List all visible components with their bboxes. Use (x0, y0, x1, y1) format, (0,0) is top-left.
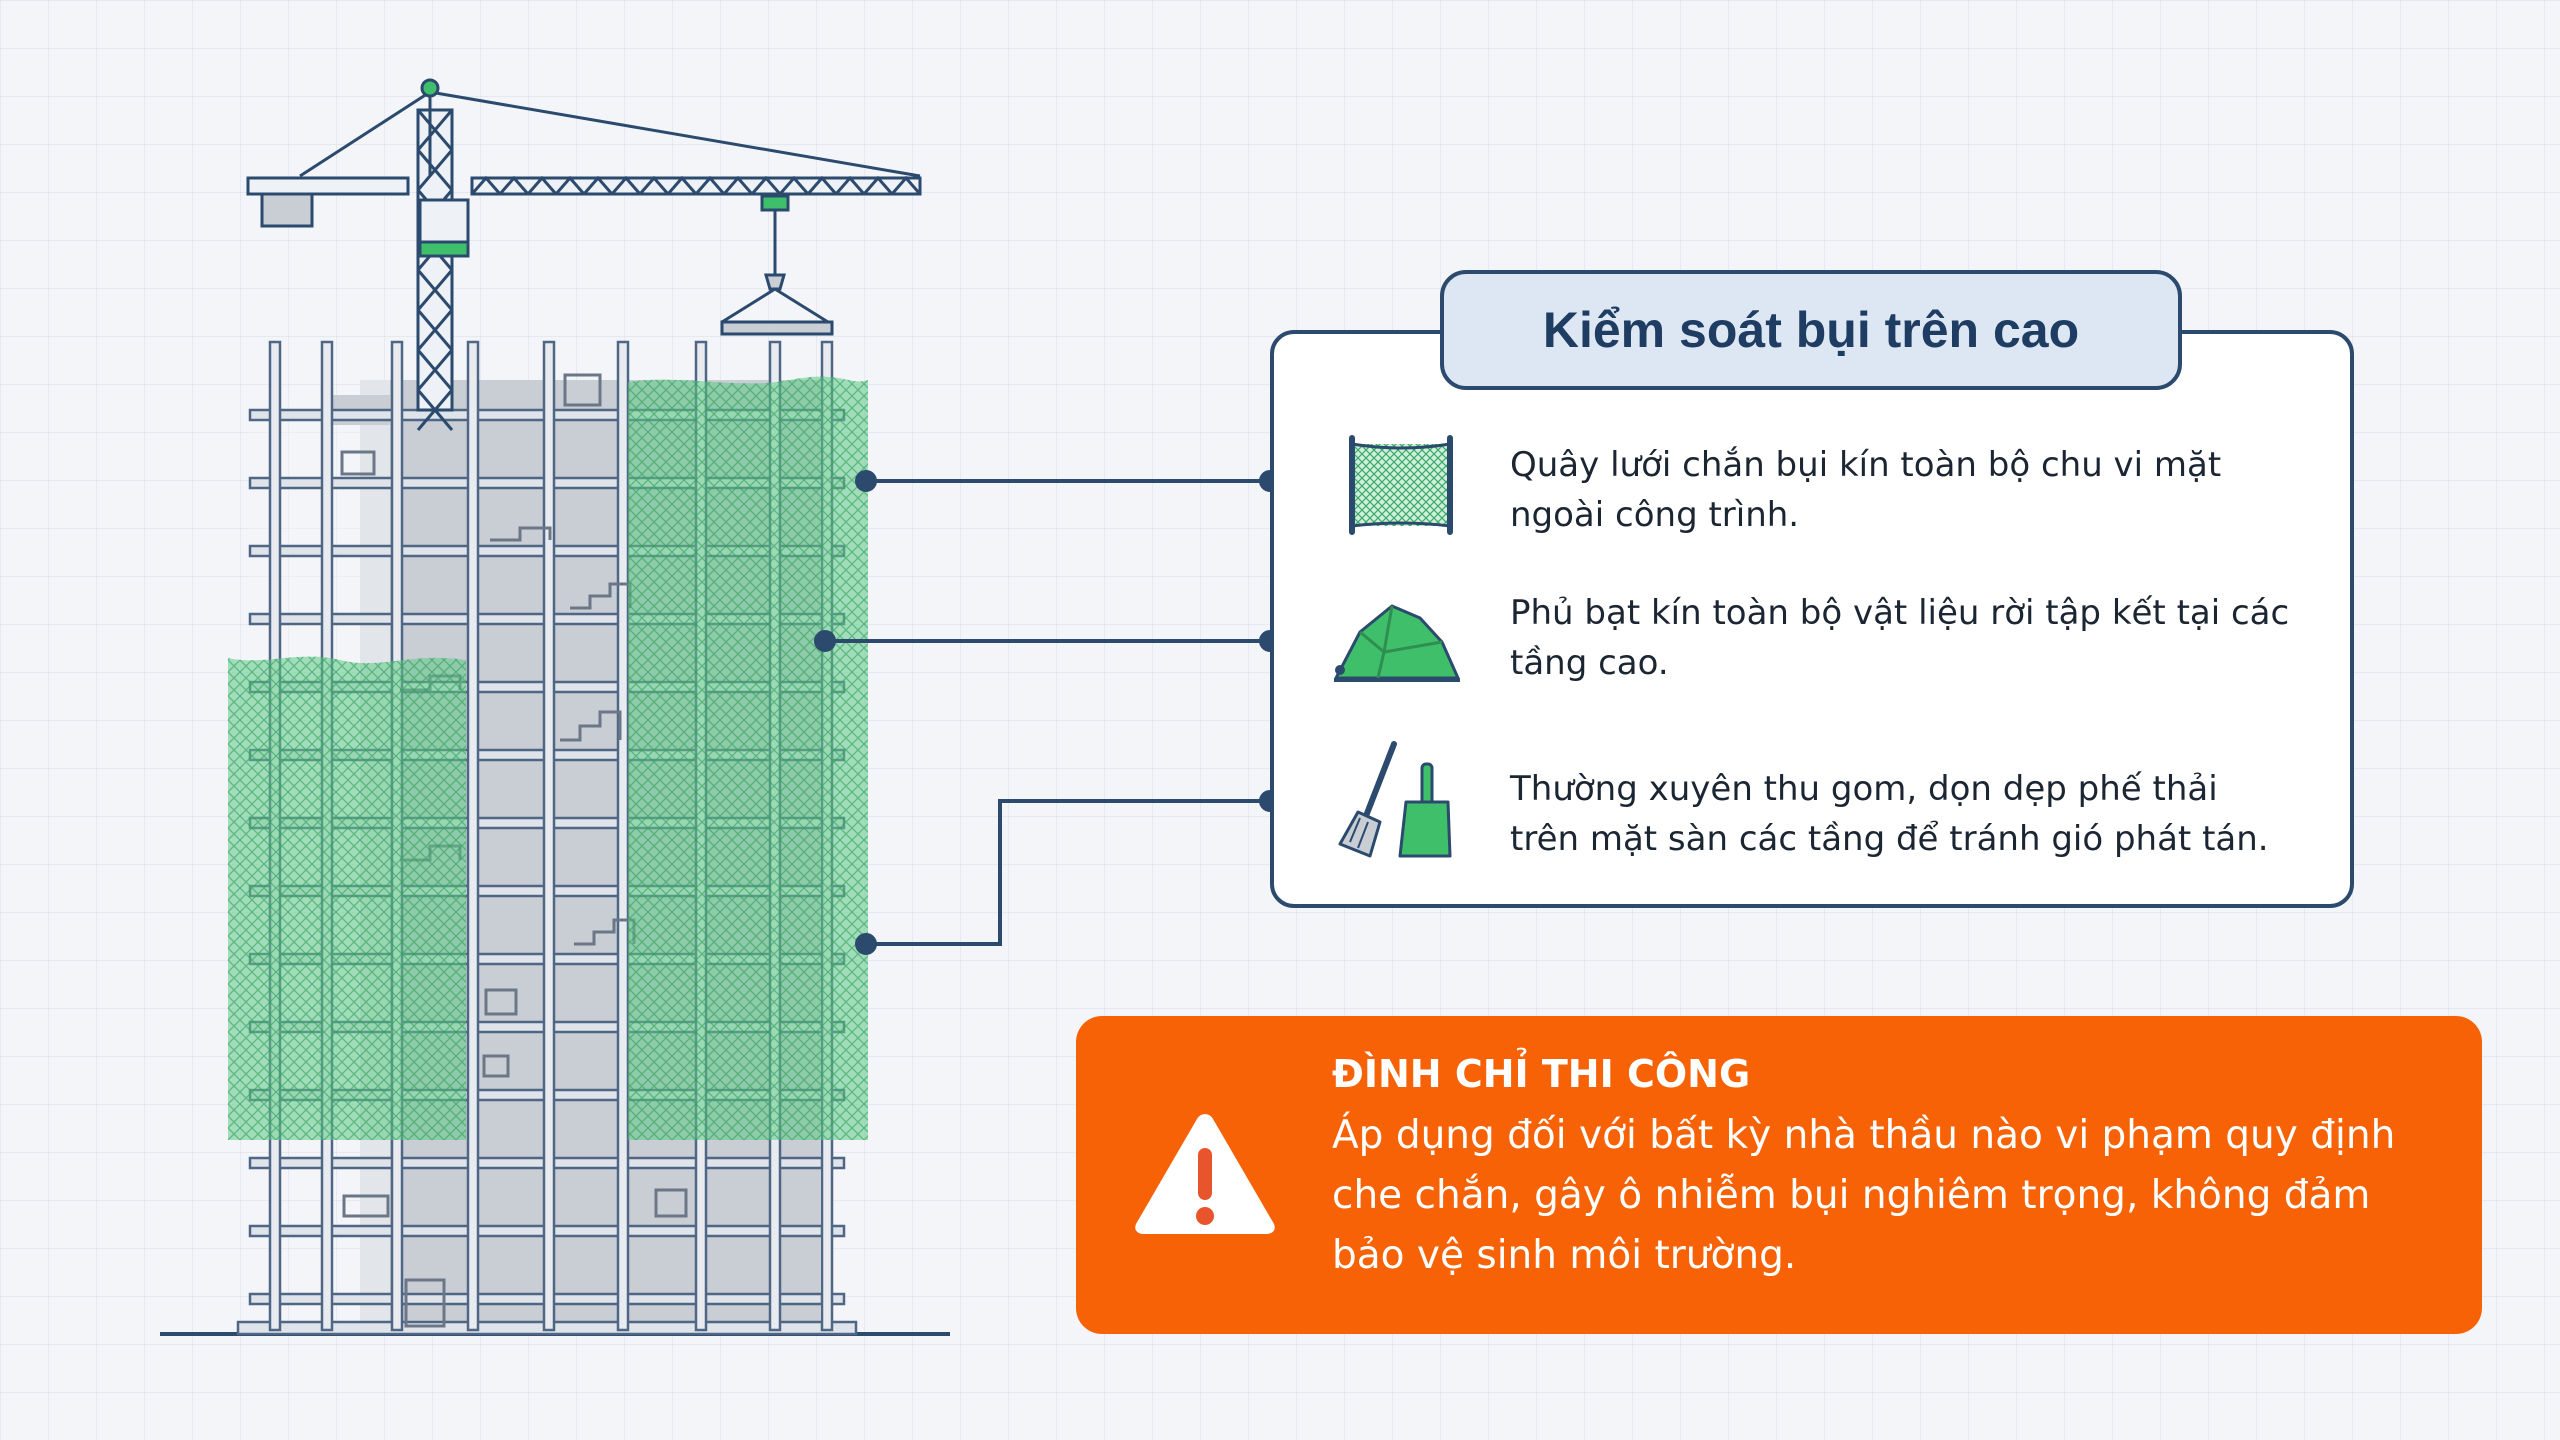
connector-lines (814, 470, 1281, 955)
suspension-warning-box: ĐÌNH CHỈ THI CÔNG Áp dụng đối với bất kỳ… (1076, 1016, 2482, 1334)
broom-dustpan-icon (1338, 741, 1452, 858)
item-dust-net-text: Quây lưới chắn bụi kín toàn bộ chu vi mặ… (1510, 445, 2222, 535)
building-column (466, 340, 480, 1332)
dust-net-right (628, 376, 868, 1140)
building-column (542, 340, 556, 1332)
warning-title: ĐÌNH CHỈ THI CÔNG (1332, 1052, 1751, 1096)
dust-control-panel (1270, 330, 2354, 908)
tarp-cover-icon (1334, 604, 1460, 682)
panel-title: Kiểm soát bụi trên cao (1440, 270, 2182, 390)
item-cleanup-text: Thường xuyên thu gom, dọn dẹp phế thải t… (1510, 769, 2269, 859)
dust-net-left (228, 656, 466, 1140)
dust-net-icon (1349, 435, 1453, 535)
warning-body: Áp dụng đối với bất kỳ nhà thầu nào vi p… (1332, 1113, 2396, 1278)
building-column (616, 340, 630, 1332)
warning-triangle-icon (1135, 1114, 1275, 1234)
item-tarp-text: Phủ bạt kín toàn bộ vật liệu rời tập kết… (1510, 593, 2290, 683)
tower-crane (246, 78, 922, 431)
